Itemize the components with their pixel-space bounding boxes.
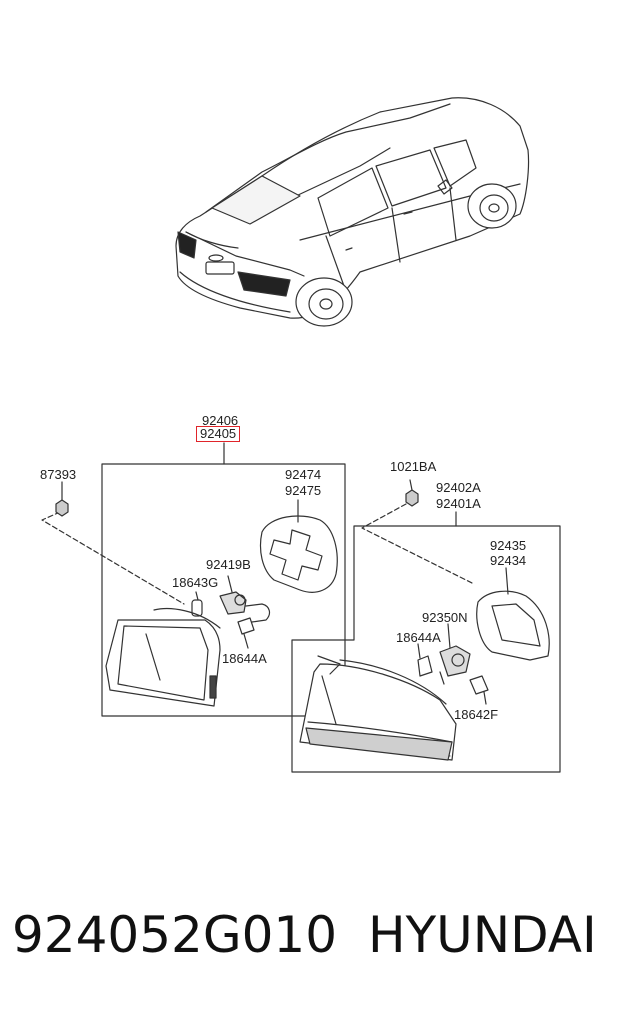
label-1021BA: 1021BA	[390, 459, 437, 474]
label-92475: 92475	[285, 483, 322, 498]
label-92401A: 92401A	[436, 496, 481, 511]
label-92435: 92435	[490, 538, 527, 553]
part-number-title: 924052G010	[12, 906, 338, 964]
brand-name: HYUNDAI	[368, 906, 597, 964]
label-92474: 92474	[285, 467, 322, 482]
label-18644A-left: 18644A	[222, 651, 267, 666]
label-18643G: 18643G	[172, 575, 219, 590]
nut-icon	[55, 499, 69, 517]
label-92434: 92434	[490, 553, 527, 568]
label-92350N: 92350N	[422, 610, 468, 625]
label-92402A: 92402A	[436, 480, 481, 495]
label-92405-highlighted: 92405	[196, 426, 241, 442]
car-illustration	[175, 97, 530, 327]
inner-lamp-group	[41, 442, 346, 717]
label-18642F: 18642F	[454, 707, 499, 722]
label-92419B: 92419B	[206, 557, 251, 572]
label-92406: 92406	[202, 413, 239, 428]
label-18644A-right: 18644A	[396, 630, 441, 645]
label-87393: 87393	[40, 467, 77, 482]
outer-lamp-group	[291, 479, 561, 773]
tail-lamp-parts-diagram	[41, 97, 561, 773]
